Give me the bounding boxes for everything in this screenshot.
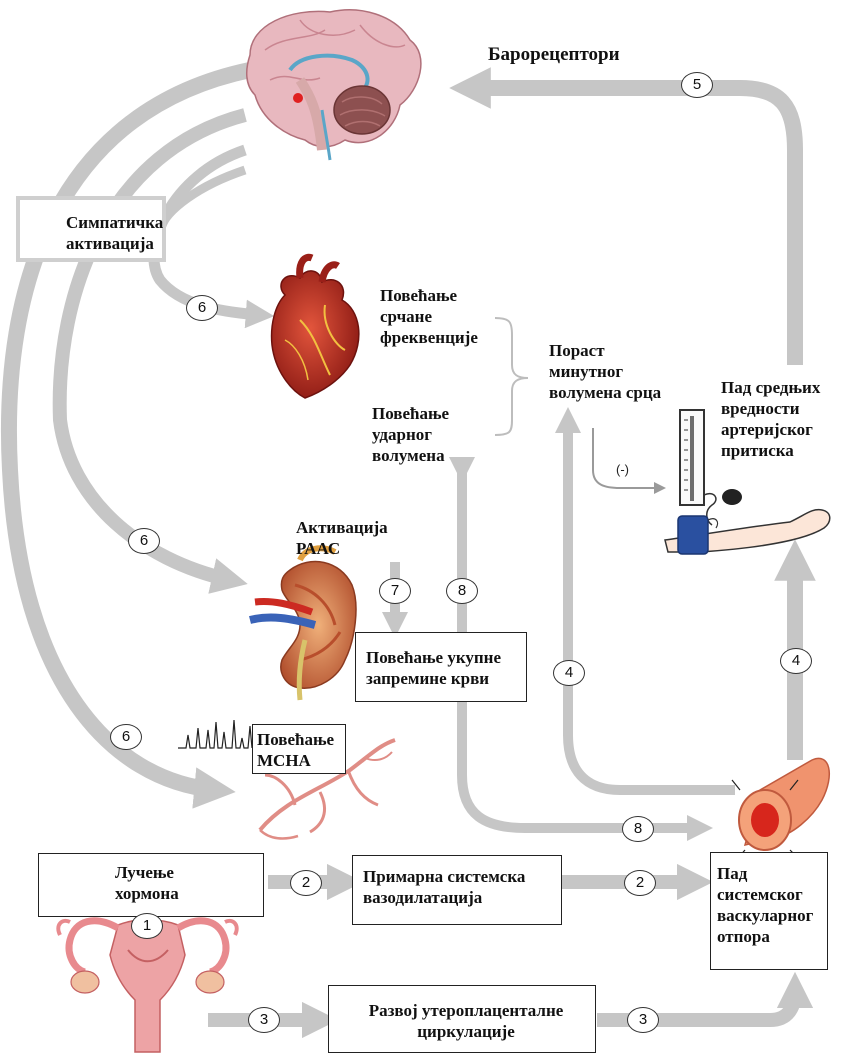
sympathetic-label: Симпатичка активација: [66, 212, 162, 254]
uteroplacental-label: Развој утероплаценталне циркулације: [341, 1000, 591, 1042]
kidney-illustration: [250, 548, 356, 700]
svr-drop-label: Пад системског васкуларног отпора: [717, 863, 827, 947]
vessel-section-illustration: [732, 758, 829, 858]
step-3-badge-left: 3: [248, 1007, 280, 1033]
step-6-badge-kidney: 6: [128, 528, 160, 554]
map-drop-label: Пад средњих вредности артеријског притис…: [721, 377, 820, 461]
msna-box: Повећање MCHA: [252, 724, 346, 774]
sympathetic-box: Симпатичка активација: [16, 196, 166, 262]
sympathetic-arcs: [9, 70, 260, 790]
vasodilation-label: Примарна системска вазодилатација: [363, 866, 561, 908]
step-2-badge-left: 2: [290, 870, 322, 896]
step-6-badge-heart: 6: [186, 295, 218, 321]
negative-feedback-label: (-): [616, 462, 629, 477]
step-8-badge-horizontal: 8: [622, 816, 654, 842]
raas-label: Активација РААС: [296, 517, 388, 559]
heart-illustration: [272, 257, 359, 398]
msna-trace: [178, 720, 252, 748]
uterus-illustration: [58, 920, 236, 1052]
hormone-box: Лучење хормона: [38, 853, 264, 917]
blood-volume-label: Повећање укупне запремине крви: [366, 647, 526, 689]
baroreceptors-label: Барорецептори: [488, 44, 620, 65]
hr-increase-label: Повећање срчане фреквенције: [380, 285, 478, 348]
step-7-badge: 7: [379, 578, 411, 604]
step-4-badge-left: 4: [553, 660, 585, 686]
brace: [495, 318, 528, 435]
vasodilation-box: Примарна системска вазодилатација: [352, 855, 562, 925]
sv-increase-label: Повећање ударног волумена: [372, 403, 449, 466]
baroreceptor-arrow: [470, 88, 795, 365]
negative-feedback-arrow: [593, 428, 660, 488]
step-2-badge-right: 2: [624, 870, 656, 896]
step-4-badge-right: 4: [780, 648, 812, 674]
step-5-badge: 5: [681, 72, 713, 98]
step-6-badge-msna: 6: [110, 724, 142, 750]
brain-illustration: [247, 10, 421, 160]
msna-label: Повећање MCHA: [257, 729, 345, 771]
step-1-badge: 1: [131, 913, 163, 939]
step-3-badge-right: 3: [627, 1007, 659, 1033]
svr-drop-box: Пад системског васкуларног отпора: [710, 852, 828, 970]
co-increase-label: Пораст минутног волумена срца: [549, 340, 661, 403]
uteroplacental-box: Развој утероплаценталне циркулације: [328, 985, 596, 1053]
blood-volume-box: Повећање укупне запремине крви: [355, 632, 527, 702]
step-8-badge-vertical: 8: [446, 578, 478, 604]
hormone-label: Лучење хормона: [115, 862, 263, 904]
